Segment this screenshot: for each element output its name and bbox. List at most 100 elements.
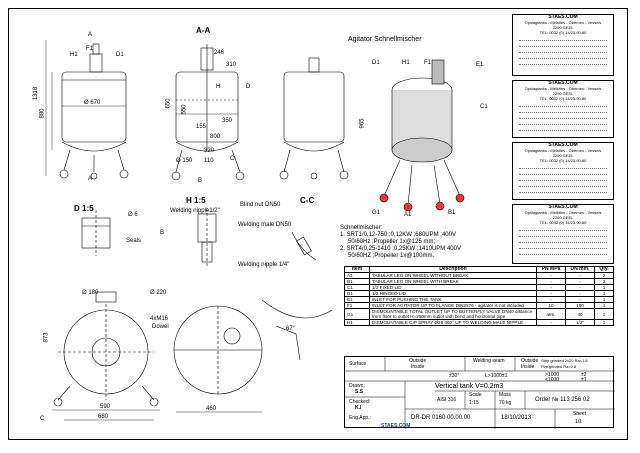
- dim-310: 310: [226, 62, 237, 68]
- plate-line2: 2200 GEEL: [552, 153, 574, 158]
- dim-220: Ø 220: [150, 290, 167, 296]
- bom-desc: DISMOUNTABLE TOTAL OUTLET UP TO BUTTERFL…: [369, 308, 537, 320]
- view-label-c2: C: [40, 416, 45, 422]
- dim-800: 800: [210, 134, 221, 140]
- tb-eng-app: Eng.App.:: [349, 415, 371, 421]
- tb-product: Vertical tank V=0.2m3: [435, 383, 504, 390]
- view-label-h: H: [216, 84, 221, 90]
- dim-880: 880: [39, 108, 46, 119]
- dim-67deg: 67°: [286, 326, 296, 332]
- view-label-d: D: [246, 84, 251, 90]
- tb-strip-grinded: Strip grinded 2x20 Ra<1,6: [541, 358, 588, 363]
- view-label-c1: C: [230, 156, 235, 162]
- view-label-b2: B: [160, 230, 165, 236]
- view-label-b1: B: [198, 178, 203, 184]
- plate-line1: Opslagtanks - Melkfles - Obernes - Vesse…: [524, 86, 602, 91]
- label-aa: A-A: [196, 26, 211, 35]
- iso-label-d1: D1: [372, 60, 380, 66]
- tb-tol1: >1000: [545, 372, 560, 378]
- tb-mass: 70 kg: [499, 400, 512, 406]
- dim-d1: D1: [116, 52, 124, 58]
- iso-label-a1: A1: [404, 212, 412, 218]
- nameplate-1: STAES.COM Opslagtanks - Melkfles - Obern…: [512, 14, 614, 76]
- lid-detail: [261, 299, 333, 361]
- iso-label-h1: H1: [402, 60, 410, 66]
- nameplate-4: STAES.COM Opslagtanks - Melkfles - Obern…: [512, 204, 614, 264]
- dim-873: 873: [43, 332, 50, 343]
- label-agitator: Agitator Schnellmischer: [348, 36, 422, 43]
- dim-h1: H1: [70, 52, 78, 58]
- plate-line2: 2200 GEEL: [552, 91, 574, 96]
- plate-line2: 2200 GEEL: [552, 215, 574, 220]
- dim-180: Ø 180: [82, 290, 99, 296]
- tb-flat-grinded: Flat grinded Ra<0,8: [541, 364, 577, 369]
- bom-pn: -: [536, 319, 566, 326]
- plate-line3: TEL: 0032 (0) 14/25.90.80: [539, 96, 587, 101]
- section-cc-detail: [291, 231, 317, 261]
- plate-company: STAES.COM: [548, 204, 578, 210]
- bom-item: H1: [344, 319, 370, 326]
- bom-pn: atm.: [536, 308, 566, 320]
- dim-f1: F1: [86, 46, 94, 52]
- label-cc: C-C: [300, 196, 315, 205]
- dim-6: Ø 6: [128, 212, 138, 218]
- tb-tol2: <1000: [545, 377, 560, 383]
- plate-line1: Opslagtanks - Melkfles - Obernes - Vesse…: [524, 20, 602, 25]
- plate-line2: 2200 GEEL: [552, 25, 574, 30]
- tb-angle: ±30°: [449, 373, 460, 379]
- label-welding-nipple: Welding nipple1/2": [170, 208, 220, 214]
- bom-item: G1: [344, 308, 370, 320]
- dim-4xm16: 4xM16: [150, 316, 169, 322]
- label-detail-d: D 1:5: [74, 204, 94, 213]
- label-blind-nut: Blind nut DN50: [240, 202, 281, 208]
- title-block-grid: [345, 357, 615, 429]
- plate-company: STAES.COM: [548, 14, 578, 20]
- tb-welding-seam: Welding seam: [473, 358, 505, 364]
- staes-logo: STAES.COM: [381, 423, 411, 429]
- dim-965: 965: [359, 118, 366, 129]
- dim-460: 460: [206, 406, 217, 412]
- bom-qty: 1: [594, 319, 614, 326]
- notes-heading: Schnellmischer:: [340, 225, 383, 231]
- tb-length: L>1000±1: [485, 373, 508, 379]
- dimension-lines: [52, 105, 262, 421]
- tb-surface: Surface: [349, 361, 367, 367]
- tb-tol1v: ±2: [581, 372, 587, 378]
- tb-sheet-no: 1/1: [575, 419, 582, 425]
- notes-item1: 1. SRT1/0,12-750 ;0,12KW ;680UPM ;400V: [340, 232, 456, 238]
- dim-155: 155: [196, 124, 207, 130]
- dim-110: 110: [204, 158, 214, 164]
- tb-checked: Checked:: [349, 399, 371, 405]
- tb-mass-label: Mass: [499, 392, 511, 398]
- notes-item2: 2. SRT4/0,25-1410 ;0,25KW ;1410UPM 400V: [340, 246, 461, 252]
- agitator-notes: Schnellmischer: 1. SRT1/0,12-750 ;0,12KW…: [340, 225, 610, 260]
- notes-item1b: 50/60Hz ;Propeller 1x@125 mm;: [348, 239, 436, 245]
- tb-material: AISI 316: [437, 397, 457, 403]
- plate-company: STAES.COM: [548, 80, 578, 86]
- tb-drawn: Drawn:: [349, 383, 365, 389]
- iso-label-b1: B1: [448, 210, 456, 216]
- dim-590: 590: [100, 404, 111, 410]
- bottom-plan-view: [53, 291, 159, 407]
- title-block: Surface Outside Inside Welding seam Outs…: [344, 356, 615, 429]
- label-detail-h: H 1:5: [186, 196, 206, 205]
- drawing-sheet: [8, 8, 628, 440]
- bom-dn: 40: [565, 308, 595, 320]
- plate-line3: TEL: 0032 (0) 14/25.90.80: [539, 220, 587, 225]
- bom-dn: 1/2": [565, 319, 595, 326]
- view-label-a1: A: [88, 32, 93, 38]
- label-welding-nipple2: Welding nipple 1/4": [238, 262, 290, 268]
- tb-inside: Inside: [411, 364, 425, 370]
- plate-line3: TEL: 0032 (0) 14/25.90.80: [539, 158, 587, 163]
- plate-line1: Opslagtanks - Melkfles - Obernes - Vesse…: [524, 148, 602, 153]
- tb-sheet: Sheet: [573, 411, 587, 417]
- dim-150: Ø 150: [176, 158, 193, 164]
- label-seals: Seals: [126, 238, 142, 244]
- iso-label-c1: C1: [480, 104, 488, 110]
- dim-320: 320: [204, 148, 215, 154]
- top-plan-view: [173, 305, 263, 395]
- tb-outside-2: Outside: [521, 358, 539, 364]
- tb-dwg-no: DR-DR 0160 00.00.00: [411, 415, 471, 421]
